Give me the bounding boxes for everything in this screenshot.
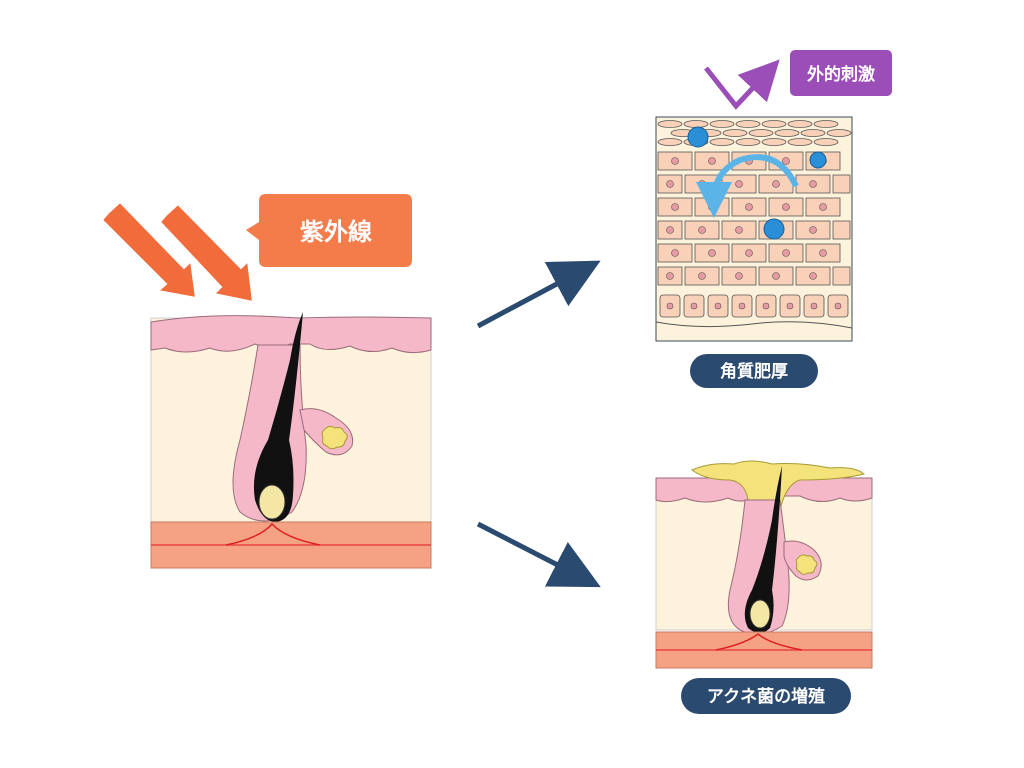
- skin-cross-section-main: [150, 312, 432, 569]
- stimulus-label-text: 外的刺激: [807, 64, 875, 85]
- hyperkeratosis-label: 角質肥厚: [690, 354, 818, 388]
- hyperkeratosis-label-text: 角質肥厚: [720, 361, 788, 382]
- flow-arrow-up: [476, 260, 601, 329]
- stimulus-label: 外的刺激: [790, 50, 892, 96]
- uv-arrow-left: [100, 200, 198, 300]
- bacteria-dots: [687, 126, 827, 240]
- skin-cross-section-acne: [655, 460, 873, 669]
- sebum-blob: [321, 425, 348, 450]
- acne-bacteria-label-text: アクネ菌の増殖: [707, 686, 825, 707]
- uv-label: 紫外線: [246, 194, 412, 267]
- uv-arrow-right: [158, 202, 255, 304]
- capillary-acne: [715, 633, 803, 651]
- hair-bulb: [258, 484, 286, 520]
- uv-label-text: 紫外線: [300, 218, 372, 246]
- uv-arrows: [100, 200, 255, 304]
- stimulus-arrow: [704, 59, 780, 110]
- epidermis-layer: [150, 315, 432, 354]
- hair-shaft: [253, 312, 303, 522]
- sebum-blob-acne: [795, 554, 818, 575]
- cell-layer-diagram: [655, 116, 853, 342]
- turnover-arrow: [696, 154, 799, 218]
- stratum-corneum-cells: [657, 120, 852, 146]
- acne-bacteria-label: アクネ菌の増殖: [681, 678, 851, 714]
- hair-bulb-acne: [749, 599, 771, 629]
- hair-shaft-acne: [744, 466, 782, 633]
- flow-arrow-down: [476, 521, 601, 588]
- capillary: [225, 522, 321, 546]
